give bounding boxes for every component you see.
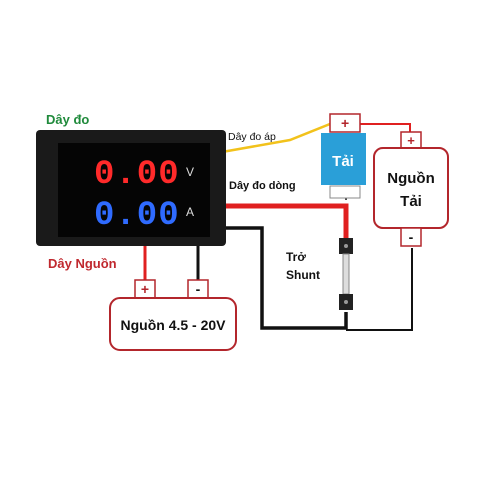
shunt-label-line2: Shunt (286, 268, 320, 282)
load-supply-minus-terminal: - (409, 229, 414, 245)
load-supply-box: + Nguồn Tải - (373, 131, 449, 247)
load-supply-label-line2: Tải (400, 193, 422, 210)
power-supply-box: + - Nguồn 4.5 - 20V (109, 279, 237, 351)
voltage-sense-label: Dây đo áp (228, 131, 276, 143)
voltage-unit: V (186, 165, 194, 179)
load-supply-negative-wire (346, 248, 413, 331)
current-sense-label: Dây đo dòng (229, 180, 296, 192)
meter-ground-wire (222, 226, 348, 330)
voltage-reading: 0.00 (94, 156, 180, 194)
power-supply-label: Nguồn 4.5 - 20V (120, 317, 226, 333)
load-supply-plus-terminal: + (407, 133, 415, 148)
panel-meter: 0.00 V 0.00 A (36, 130, 226, 246)
current-sense-wire (222, 203, 349, 240)
power-minus-terminal: - (196, 281, 201, 297)
current-reading: 0.00 (94, 197, 180, 235)
load-supply-label-line1: Nguồn (387, 170, 434, 187)
load-plus-terminal: + (341, 115, 349, 131)
load-label: Tải (332, 153, 354, 170)
shunt-resistor (339, 238, 353, 310)
load-box: + Tải (321, 113, 366, 199)
current-unit: A (186, 205, 194, 219)
measure-wire-label: Dây đo (46, 112, 89, 127)
power-wire-label: Dây Nguồn (48, 256, 117, 271)
power-plus-terminal: + (141, 281, 149, 297)
shunt-label-line1: Trở (286, 250, 306, 264)
